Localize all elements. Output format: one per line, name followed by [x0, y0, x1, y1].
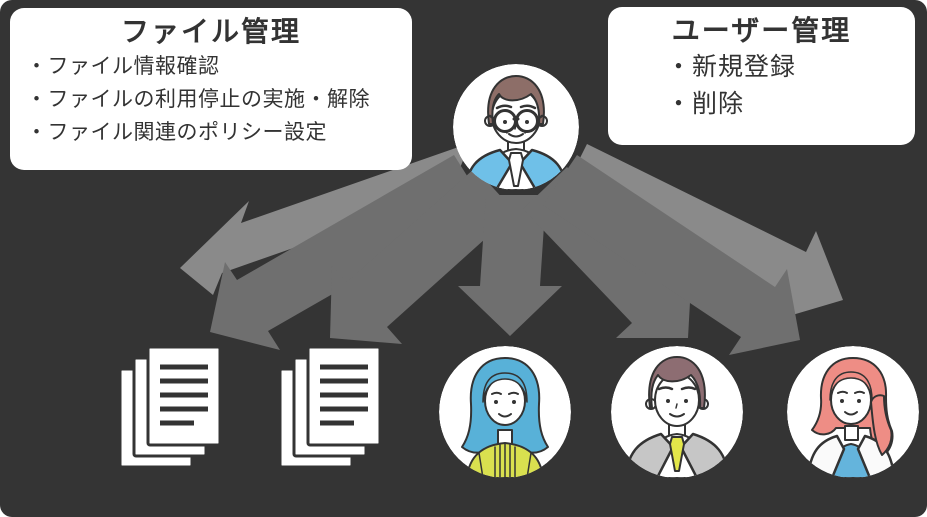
file-panel-item: ・ファイル関連のポリシー設定 — [26, 121, 327, 144]
user-panel-item: ・新規登録 — [666, 53, 797, 81]
arrow-to-user3-icon — [543, 155, 800, 355]
file-management-panel: ファイル管理 ・ファイル情報確認 ・ファイルの利用停止の実施・解除 ・ファイル関… — [10, 8, 412, 170]
user-avatar-icon — [439, 346, 571, 478]
document-stack-icon — [118, 345, 222, 469]
arrow-to-user1-icon — [458, 195, 562, 336]
arrow-to-left-icon — [180, 143, 470, 295]
file-panel-item: ・ファイル情報確認 — [26, 55, 220, 78]
user-avatar-icon — [611, 346, 743, 478]
user-panel-item: ・削除 — [666, 90, 745, 118]
arrow-to-doc1-icon — [210, 155, 486, 350]
arrow-to-doc2-icon — [330, 168, 515, 344]
document-stack-icon — [278, 345, 382, 469]
user-avatar-icon — [787, 346, 919, 478]
user-management-panel: ユーザー管理 ・新規登録 ・削除 — [608, 7, 915, 145]
user-panel-title: ユーザー管理 — [671, 15, 852, 46]
file-panel-title: ファイル管理 — [120, 16, 301, 47]
arrow-to-right-icon — [563, 144, 843, 321]
admin-avatar-icon — [453, 64, 579, 190]
file-panel-item: ・ファイルの利用停止の実施・解除 — [26, 88, 370, 111]
